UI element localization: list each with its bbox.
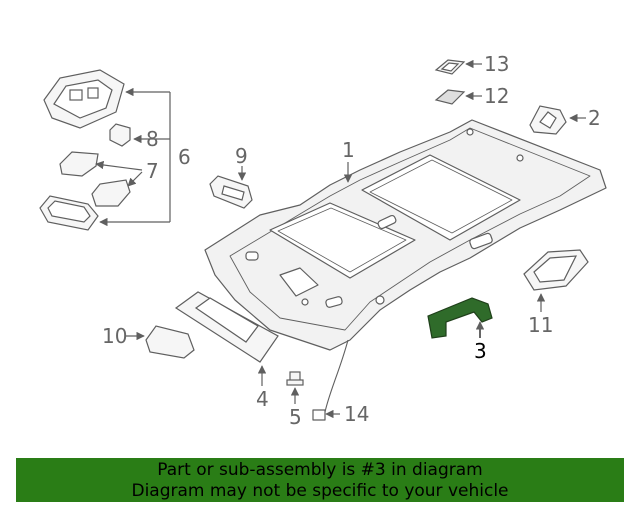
part-8 [109,123,131,147]
part-4-sun-visor [174,291,279,363]
banner-line-1: Part or sub-assembly is #3 in diagram [157,460,483,480]
part-9 [209,175,253,209]
part-5-bolt [286,371,304,386]
callout-5: 5 [289,405,302,429]
part-12 [434,89,466,105]
info-banner: Part or sub-assembly is #3 in diagram Di… [16,458,624,502]
callout-1: 1 [342,138,355,162]
part-11 [523,249,589,291]
headliner-part [204,119,607,421]
callout-10: 10 [102,324,127,348]
callout-14: 14 [344,402,369,426]
part-7 [59,151,131,207]
part-3-highlighted [427,297,493,339]
callout-4: 4 [256,387,269,411]
part-overhead-console [43,69,125,129]
callout-7: 7 [146,159,159,183]
part-6-lower [39,195,99,231]
callout-11: 11 [528,313,553,337]
banner-line-2: Diagram may not be specific to your vehi… [131,481,509,501]
part-2 [529,105,567,135]
part-13 [434,59,466,75]
callout-9: 9 [235,144,248,168]
leader-lines [95,59,586,419]
callout-labels: 13 12 2 1 9 8 7 6 10 4 5 14 11 3 [102,52,601,429]
callout-6: 6 [178,145,191,169]
callout-3-highlighted: 3 [474,339,487,363]
callout-8: 8 [146,127,159,151]
callout-12: 12 [484,84,509,108]
callout-2: 2 [588,106,601,130]
callout-13: 13 [484,52,509,76]
part-10 [145,325,195,359]
